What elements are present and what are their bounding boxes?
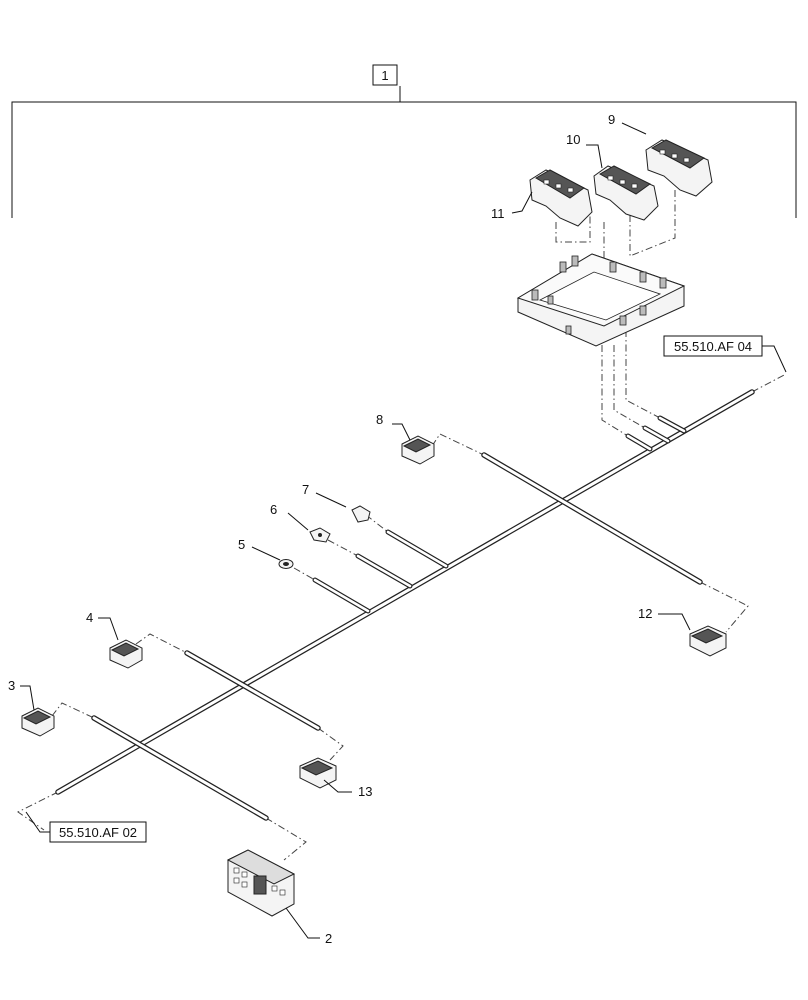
connector-9: [645, 139, 713, 197]
connector-13: [299, 757, 337, 789]
connector-11: [529, 169, 593, 227]
reference-right-label: 55.510.AF 04: [674, 339, 752, 354]
callout-5: 5: [238, 537, 245, 552]
callout-leaders: [20, 122, 691, 939]
harness-trunk: [55, 389, 755, 795]
callout-2: 2: [325, 931, 332, 946]
callout-12: 12: [638, 606, 652, 621]
connector-10: [593, 165, 659, 221]
callout-7: 7: [302, 482, 309, 497]
harness-branches: [91, 415, 703, 821]
reference-left-label: 55.510.AF 02: [59, 825, 137, 840]
connector-4: [109, 639, 143, 669]
callout-6: 6: [270, 502, 277, 517]
connector-6: [309, 527, 331, 543]
connector-3: [21, 707, 55, 737]
callout-8: 8: [376, 412, 383, 427]
callout-11: 11: [491, 206, 505, 221]
callout-10: 10: [566, 132, 580, 147]
callout-9: 9: [608, 112, 615, 127]
connector-7: [351, 505, 371, 523]
reference-right: 55.510.AF 04: [663, 335, 787, 373]
connector-8: [401, 435, 435, 465]
reference-left: 55.510.AF 02: [25, 811, 147, 843]
connector-12: [689, 625, 727, 657]
callout-numbers: 9 10 11 8 7 6 5 4 3 12 13 2: [8, 112, 652, 946]
connector-5: [278, 559, 294, 569]
callout-4: 4: [86, 610, 93, 625]
routing-lines: [17, 190, 787, 861]
callout-13: 13: [358, 784, 372, 799]
control-module-box: [516, 253, 686, 347]
connector-2: [226, 849, 296, 917]
callout-1: 1: [381, 68, 388, 83]
assembly-bracket: 1: [11, 64, 797, 218]
callout-3: 3: [8, 678, 15, 693]
